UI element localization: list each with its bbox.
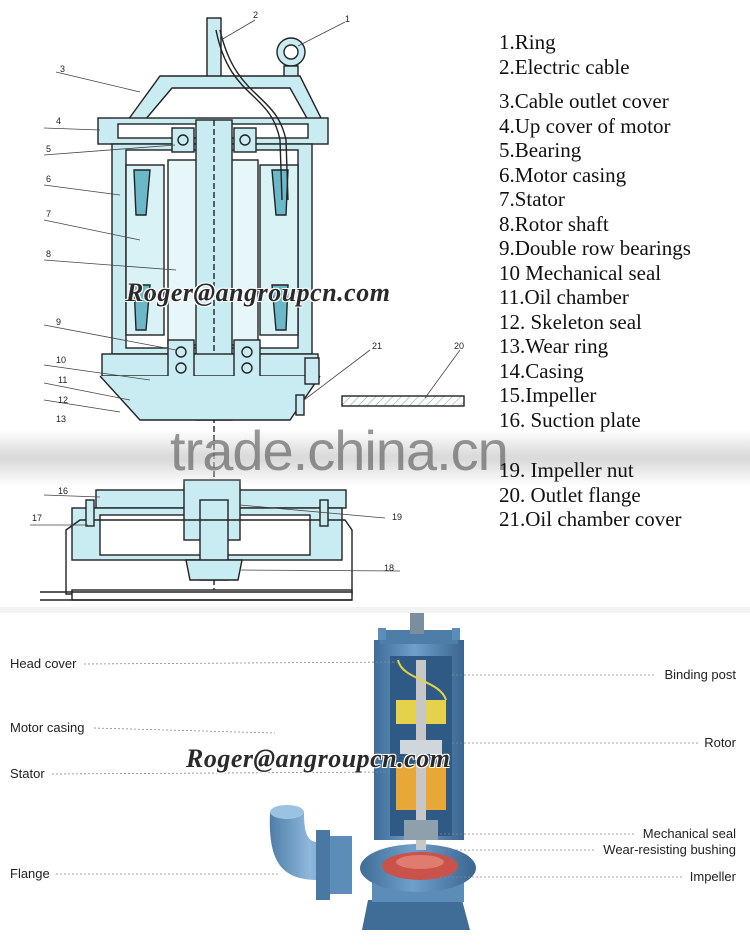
- callout-flange: Flange: [10, 866, 50, 881]
- part-number: 6: [46, 174, 51, 184]
- legend-item: 12. Skeleton seal: [499, 309, 642, 334]
- legend-item: 1.Ring: [499, 30, 556, 54]
- legend-item: 10 Mechanical seal: [499, 260, 662, 285]
- legend-item: 11.Oil chamber: [499, 285, 629, 309]
- callout-binding-post: Binding post: [664, 667, 736, 682]
- part-number: 18: [384, 563, 394, 573]
- legend-item: 9.Double row bearings: [499, 236, 691, 260]
- parts-legend: 1.Ring 2.Electric cable 3.Cable outlet c…: [499, 30, 691, 532]
- part-number: 20: [454, 341, 464, 351]
- legend-item: 4.Up cover of motor: [499, 113, 671, 138]
- leader-lines: [30, 19, 461, 572]
- legend-item: 20. Outlet flange: [499, 482, 641, 507]
- legend-item: 16. Suction plate: [499, 407, 641, 432]
- part-number: 3: [60, 64, 65, 74]
- part-number: 12: [58, 395, 68, 405]
- callout-impeller: Impeller: [689, 869, 736, 884]
- part-number: 1: [345, 14, 350, 24]
- part-number: 10: [56, 355, 66, 365]
- legend-item: 2.Electric cable: [499, 54, 630, 79]
- watermark: trade.china.cn: [170, 419, 509, 482]
- legend-item: 14.Casing: [499, 358, 584, 383]
- callout-stator: Stator: [10, 766, 45, 781]
- part-number: 11: [58, 375, 67, 385]
- part-number-labels: 1 2 3 4 5 6 7 8 9 10 11 12 13 16 17 18 1…: [32, 10, 464, 573]
- watermark-band: [0, 430, 750, 486]
- part-number: 19: [392, 512, 402, 522]
- callout-mechanical-seal: Mechanical seal: [642, 826, 736, 841]
- legend-item: 21.Oil chamber cover: [499, 507, 682, 531]
- part-number: 2: [253, 10, 258, 20]
- callout-rotor: Rotor: [704, 735, 736, 750]
- callout-motor-casing: Motor casing: [10, 720, 85, 735]
- callout-wear-resisting-bushing: Wear-resisting bushing: [603, 842, 736, 857]
- part-number: 17: [32, 513, 42, 523]
- legend-item: 6.Motor casing: [499, 162, 627, 187]
- bottom-leaders: [51, 661, 698, 878]
- part-number: 4: [56, 116, 61, 126]
- cross-section-drawing: [40, 17, 465, 601]
- part-number: 7: [46, 209, 51, 219]
- legend-item: 15.Impeller: [499, 383, 597, 407]
- legend-item: 8.Rotor shaft: [499, 211, 609, 236]
- legend-item: 7.Stator: [499, 187, 565, 211]
- part-number: 21: [372, 341, 382, 351]
- section-divider: [0, 607, 750, 613]
- part-number: 8: [46, 249, 51, 259]
- email-watermark: Roger@angroupcn.com: [126, 278, 391, 307]
- legend-item: 13.Wear ring: [499, 334, 609, 358]
- legend-item: 5.Bearing: [499, 138, 582, 162]
- legend-item: 19. Impeller nut: [499, 458, 634, 482]
- part-number: 13: [56, 414, 66, 424]
- part-number: 16: [58, 486, 68, 496]
- part-number: 9: [56, 317, 61, 327]
- legend-item: 3.Cable outlet cover: [499, 89, 669, 113]
- pump-illustration: [269, 608, 476, 930]
- callout-head-cover: Head cover: [10, 656, 77, 671]
- email-watermark: Roger@angroupcn.com: [186, 744, 451, 773]
- part-number: 5: [46, 144, 51, 154]
